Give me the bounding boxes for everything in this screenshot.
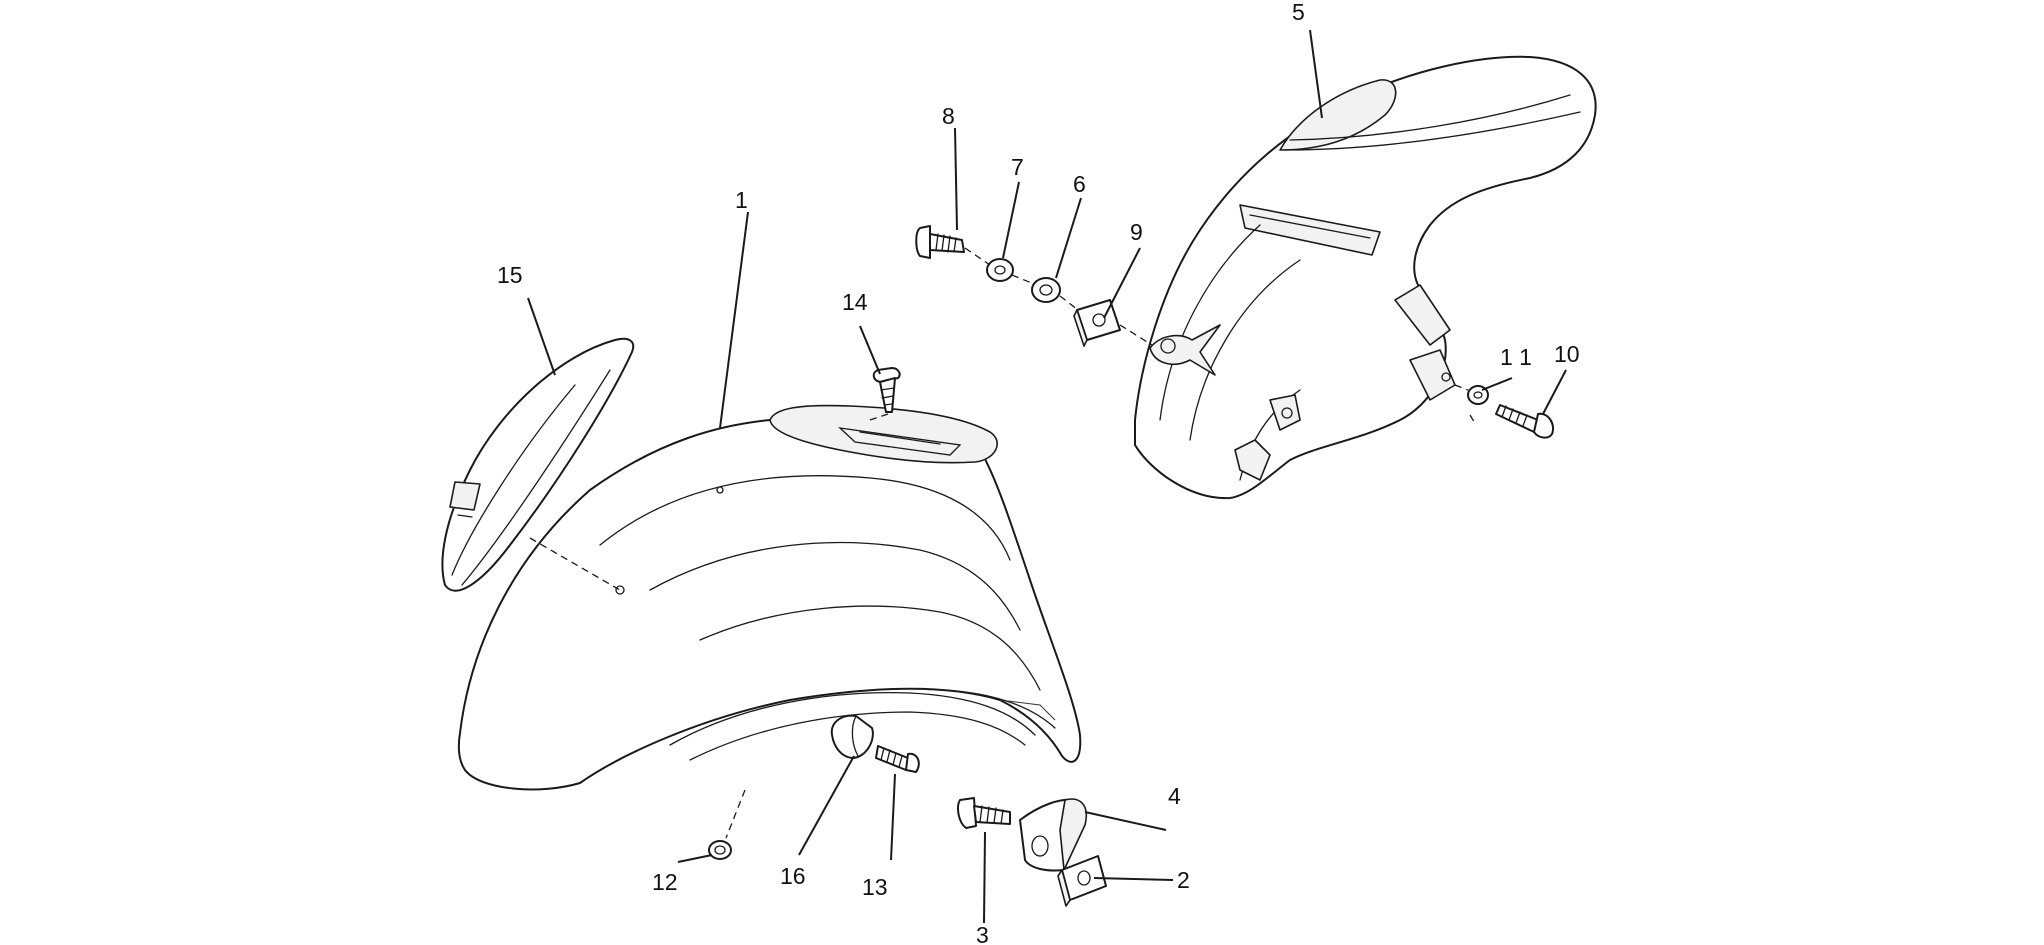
callout-14: 14 — [842, 289, 868, 315]
part-16-cap — [830, 714, 874, 759]
callout-7: 7 — [1011, 154, 1024, 180]
callout-13: 13 — [862, 874, 888, 900]
callout-5: 5 — [1292, 0, 1305, 25]
callout-8: 8 — [942, 103, 955, 129]
callout-12: 12 — [652, 869, 678, 895]
part-15-reflector — [441, 337, 635, 592]
part-9-clip-nut — [1073, 299, 1121, 347]
part-14-screw — [869, 367, 901, 421]
callout-1: 1 — [735, 187, 748, 213]
part-1-front-mudguard — [457, 404, 1082, 791]
part-5-rear-mudguard — [1134, 55, 1597, 500]
callout-3: 3 — [976, 922, 989, 945]
part-13-screw — [875, 745, 920, 773]
callout-6: 6 — [1073, 171, 1086, 197]
part-7-washer — [986, 258, 1014, 282]
part-10-screw — [1495, 404, 1554, 439]
part-12-grommet — [708, 840, 732, 860]
callout-labels: 1 2 3 4 5 6 7 8 9 10 1 1 12 13 14 15 16 — [497, 0, 1580, 945]
callout-4: 4 — [1168, 783, 1181, 809]
callout-2: 2 — [1177, 867, 1190, 893]
callout-10: 10 — [1554, 341, 1580, 367]
callout-11: 1 1 — [1500, 344, 1532, 370]
part-6-washer — [1031, 277, 1061, 303]
part-2-clip-nut — [1057, 855, 1107, 907]
callout-16: 16 — [780, 863, 806, 889]
part-3-screw — [957, 797, 1011, 829]
part-4-bracket — [1019, 798, 1087, 872]
part-8-screw — [915, 225, 965, 259]
callout-15: 15 — [497, 262, 523, 288]
callout-9: 9 — [1130, 219, 1143, 245]
leader-lines — [527, 29, 1567, 924]
